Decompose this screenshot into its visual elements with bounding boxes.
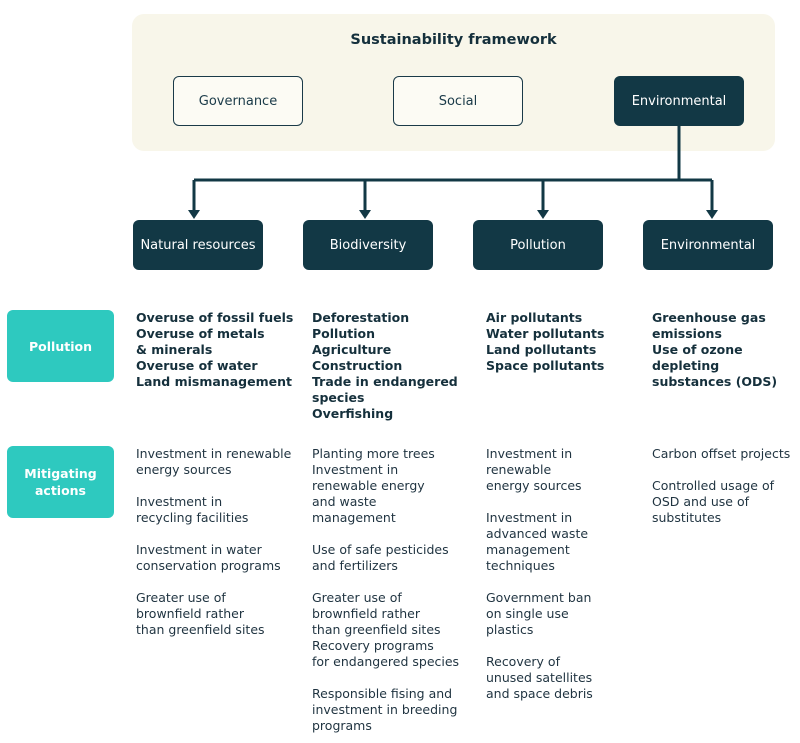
- spacer: [486, 638, 593, 654]
- text-line: management: [486, 542, 570, 557]
- text-line: Carbon offset projects: [652, 446, 791, 461]
- mitigating-natural-cell: Investment in renewable energy sources I…: [136, 446, 291, 638]
- text-line: Government ban: [486, 590, 592, 605]
- text-line: Land mismanagement: [136, 374, 292, 389]
- pillar-governance: Governance: [173, 76, 303, 126]
- text-line: brownfield rather: [136, 606, 244, 621]
- text-line: Greater use of: [312, 590, 402, 605]
- category-pollution: Pollution: [473, 220, 603, 270]
- row-label-mitigating-line2: actions: [34, 483, 87, 498]
- category-environmental: Environmental: [643, 220, 773, 270]
- text-line: management: [312, 510, 396, 525]
- spacer: [652, 462, 790, 478]
- text-line: Deforestation: [312, 310, 410, 325]
- pillar-environmental: Environmental: [614, 76, 744, 126]
- text-line: Planting more trees: [312, 446, 435, 461]
- pollution-pollution-cell: Air pollutants Water pollutants Land pol…: [486, 310, 604, 374]
- text-line: renewable energy: [312, 478, 425, 493]
- text-line: species: [312, 390, 365, 405]
- text-line: Overuse of water: [136, 358, 258, 373]
- text-line: energy sources: [136, 462, 232, 477]
- text-line: Controlled usage of: [652, 478, 774, 493]
- spacer: [486, 494, 593, 510]
- framework-title: Sustainability framework: [350, 32, 557, 48]
- text-line: Trade in endangered: [312, 374, 458, 389]
- arrowhead-pollution: [537, 210, 549, 219]
- text-line: programs: [312, 718, 372, 733]
- spacer: [486, 574, 593, 590]
- arrowhead-environmental: [706, 210, 718, 219]
- spacer: [136, 478, 291, 494]
- category-biodiversity: Biodiversity: [303, 220, 433, 270]
- mitigating-environmental-cell: Carbon offset projects Controlled usage …: [652, 446, 790, 526]
- text-line: renewable: [486, 462, 552, 477]
- text-line: brownfield rather: [312, 606, 420, 621]
- text-line: recycling facilities: [136, 510, 249, 525]
- text-line: and space debris: [486, 686, 593, 701]
- text-line: and fertilizers: [312, 558, 398, 573]
- text-line: Air pollutants: [486, 310, 583, 325]
- text-line: than greenfield sites: [136, 622, 265, 637]
- text-line: plastics: [486, 622, 534, 637]
- text-line: on single use: [486, 606, 569, 621]
- text-line: substances (ODS): [652, 374, 778, 389]
- text-line: conservation programs: [136, 558, 281, 573]
- text-line: Pollution: [312, 326, 375, 341]
- spacer: [312, 574, 459, 590]
- text-line: for endangered species: [312, 654, 460, 669]
- arrowhead-biodiversity: [359, 210, 371, 219]
- spacer: [136, 526, 291, 542]
- text-line: Overuse of metals: [136, 326, 265, 341]
- spacer: [312, 670, 459, 686]
- mitigating-biodiversity-cell: Planting more trees Investment in renewa…: [312, 446, 459, 734]
- category-natural-resources: Natural resources: [133, 220, 263, 270]
- text-line: Land pollutants: [486, 342, 597, 357]
- text-line: depleting: [652, 358, 720, 373]
- text-line: Use of ozone: [652, 342, 743, 357]
- text-line: unused satellites: [486, 670, 593, 685]
- text-line: emissions: [652, 326, 722, 341]
- text-line: Investment in water: [136, 542, 262, 557]
- text-line: Overuse of fossil fuels: [136, 310, 294, 325]
- text-line: Use of safe pesticides: [312, 542, 449, 557]
- spacer: [312, 526, 459, 542]
- text-line: Investment in: [486, 510, 573, 525]
- text-line: OSD and use of: [652, 494, 750, 509]
- row-label-mitigating-line1: Mitigating: [24, 466, 97, 481]
- text-line: and waste: [312, 494, 377, 509]
- text-line: Investment in: [312, 462, 399, 477]
- text-line: Investment in renewable: [136, 446, 292, 461]
- text-line: Greenhouse gas: [652, 310, 766, 325]
- text-line: Overfishing: [312, 406, 394, 421]
- pollution-natural-cell: Overuse of fossil fuels Overuse of metal…: [136, 310, 293, 390]
- text-line: Recovery of: [486, 654, 560, 669]
- text-line: Water pollutants: [486, 326, 605, 341]
- text-line: advanced waste: [486, 526, 589, 541]
- text-line: investment in breeding: [312, 702, 458, 717]
- text-line: than greenfield sites: [312, 622, 441, 637]
- text-line: Responsible fising and: [312, 686, 453, 701]
- text-line: Investment in: [136, 494, 223, 509]
- pollution-biodiversity-cell: Deforestation Pollution Agriculture Cons…: [312, 310, 458, 422]
- pollution-environmental-cell: Greenhouse gas emissions Use of ozone de…: [652, 310, 777, 390]
- text-line: Space pollutants: [486, 358, 605, 373]
- spacer: [136, 574, 291, 590]
- text-line: Agriculture: [312, 342, 392, 357]
- text-line: Investment in: [486, 446, 573, 461]
- text-line: Construction: [312, 358, 403, 373]
- text-line: Greater use of: [136, 590, 226, 605]
- arrowhead-natural: [188, 210, 200, 219]
- mitigating-pollution-cell: Investment in renewable energy sources I…: [486, 446, 593, 702]
- text-line: substitutes: [652, 510, 722, 525]
- pillar-social: Social: [393, 76, 523, 126]
- row-label-pollution: Pollution: [7, 310, 114, 382]
- text-line: techniques: [486, 558, 555, 573]
- text-line: energy sources: [486, 478, 582, 493]
- row-label-mitigating: Mitigating actions: [7, 446, 114, 518]
- text-line: & minerals: [136, 342, 213, 357]
- text-line: Recovery programs: [312, 638, 434, 653]
